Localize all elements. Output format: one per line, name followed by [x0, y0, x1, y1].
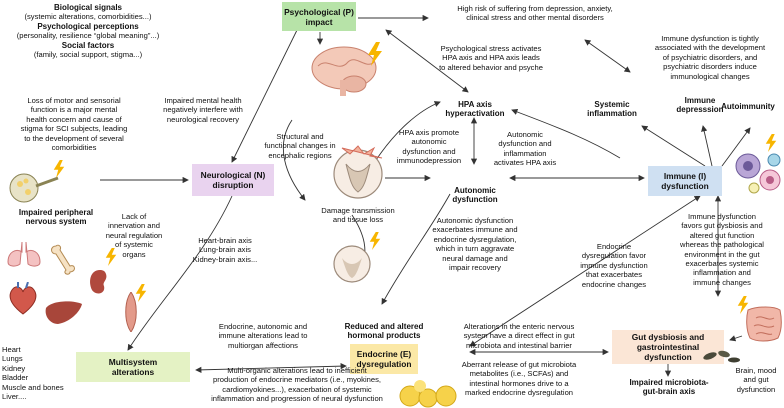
social-factors-detail: (family, social support, stigma...)	[33, 50, 143, 60]
multisystem-alterations-label: Multisystem alterations	[108, 357, 158, 377]
organ-axes-text: Heart-brain axis Lung-brain axis Kidney-…	[192, 236, 258, 264]
biological-signals-detail: (systemic alterations, comorbidities...)	[24, 12, 152, 22]
autonomic-inflammation-text: Autonomic dysfunction and inflammation a…	[493, 130, 557, 168]
autonomic-dysfunction-heading: Autonomic dysfunction	[452, 186, 498, 205]
bone-icon	[51, 244, 75, 275]
endocrine-dysregulation-label: Endocrine (E) dysregulation	[356, 349, 412, 369]
reduced-hormonal-heading: Reduced and altered hormonal products	[344, 322, 424, 341]
intestine-icon	[746, 306, 782, 342]
bacteria-icon	[703, 350, 740, 363]
structural-text: Structural and functional changes in enc…	[264, 132, 336, 160]
psychological-perceptions-heading: Psychological perceptions	[37, 21, 139, 31]
arrow-endocrine-multi	[195, 362, 347, 374]
lightning-icon	[368, 42, 382, 66]
arrow-intestine-gut	[729, 335, 743, 342]
immune-favors-text: Immune dysfunction favors gut dysbiosis …	[679, 212, 764, 287]
arrow-immune-hpa	[511, 108, 621, 159]
organ-list-text: Heart Lungs Kidney Bladder Muscle and bo…	[2, 345, 64, 402]
lightning-icon	[369, 232, 381, 250]
impaired-mental-text: Impaired mental health negatively interf…	[163, 96, 243, 124]
lightning-icon	[737, 296, 749, 314]
kidney-icon	[90, 270, 107, 294]
endocrine-dysregulation-box[interactable]: Endocrine (E) dysregulation	[350, 344, 418, 374]
arrow-psych-neuro	[231, 23, 301, 163]
lungs-icon	[7, 241, 41, 267]
systemic-inflammation-heading: Systemic inflammation	[587, 100, 637, 119]
impaired-peripheral-heading: Impaired peripheral nervous system	[18, 208, 94, 227]
endocrine-favor-text: Endocrine dysregulation favor immune dys…	[580, 242, 648, 289]
psych-stress-text: Psychological stress activates HPA axis …	[439, 44, 543, 72]
arrow-psych-hpa	[385, 29, 469, 93]
enteric-text: Alterations in the enteric nervous syste…	[463, 322, 575, 350]
spinal-cord-lower-icon	[333, 245, 371, 283]
high-risk-text: High risk of suffering from depression, …	[457, 4, 613, 23]
neurological-disruption-box[interactable]: Neurological (N) disruption	[192, 164, 274, 196]
social-factors-heading: Social factors	[61, 40, 115, 50]
loss-motor-text: Loss of motor and sensorial function is …	[20, 96, 128, 153]
impaired-microbiota-heading: Impaired microbiota- gut-brain axis	[629, 378, 709, 397]
brain-icon	[311, 46, 377, 96]
psychological-perceptions-detail: (personality, resilience “global meaning…	[16, 31, 160, 41]
hormone-droplets-icon	[399, 380, 457, 408]
psychological-impact-box[interactable]: Psychological (P) impact	[282, 2, 356, 31]
arrow-brain-spine	[283, 119, 306, 201]
hpa-promote-text: HPA axis promote autonomic dysfunction a…	[396, 128, 462, 166]
multisystem-alterations-box[interactable]: Multisystem alterations	[76, 352, 190, 382]
liver-icon	[45, 301, 82, 324]
lightning-icon	[105, 248, 117, 266]
nerve-icon	[9, 173, 59, 203]
factors-block: Biological signals (systemic alterations…	[2, 3, 174, 59]
endocrine-autonomic-text: Endocrine, autonomic and immune alterati…	[218, 322, 308, 350]
immune-dysfunction-label: Immune (I) dysfunction	[661, 171, 709, 191]
neurological-disruption-label: Neurological (N) disruption	[200, 170, 266, 190]
arrow-psych-immune	[584, 39, 631, 73]
immune-depression-heading: Immune depresssion	[676, 96, 724, 115]
muscle-icon	[125, 292, 137, 332]
immune-cells-icon	[735, 153, 781, 194]
arrow-immune-sysinfl	[641, 125, 706, 167]
lightning-icon	[765, 134, 777, 152]
hpa-axis-heading: HPA axis hyperactivation	[445, 100, 505, 119]
aberrant-text: Aberrant release of gut microbiota metab…	[461, 360, 577, 398]
spinal-cord-icon	[333, 145, 383, 199]
heart-icon	[9, 282, 37, 315]
arrow-neuro-multi	[127, 195, 233, 351]
autonomic-exacerbates-text: Autonomic dysfunction exacerbates immune…	[432, 216, 518, 273]
biological-signals-heading: Biological signals	[53, 3, 122, 12]
arrow-spine-hpa	[371, 101, 441, 167]
arrow-immune-endocrine	[469, 195, 701, 347]
autoimmunity-heading: Autoimmunity	[721, 102, 775, 111]
arrow-autonomic-reduced	[381, 193, 451, 305]
lightning-icon	[53, 160, 65, 178]
psychological-impact-label: Psychological (P) impact	[284, 6, 354, 27]
brain-mood-text: Brain, mood and gut dysfunction	[735, 366, 777, 394]
lightning-icon	[135, 284, 147, 302]
multi-organic-text: Multi-organic alterations lead to ineffi…	[211, 366, 383, 404]
arrow-immune-depression	[701, 125, 713, 167]
damage-text: Damage transmission and tissue loss	[321, 206, 395, 225]
immune-development-text: Immune dysfunction is tightly associated…	[654, 34, 766, 81]
gut-dysbiosis-label: Gut dysbiosis and gastrointestinal dysfu…	[631, 332, 705, 362]
immune-dysfunction-box[interactable]: Immune (I) dysfunction	[648, 166, 722, 196]
arrow-immune-autoimmunity	[721, 127, 751, 167]
lack-innervation-text: Lack of innervation and neural regulatio…	[105, 212, 163, 259]
